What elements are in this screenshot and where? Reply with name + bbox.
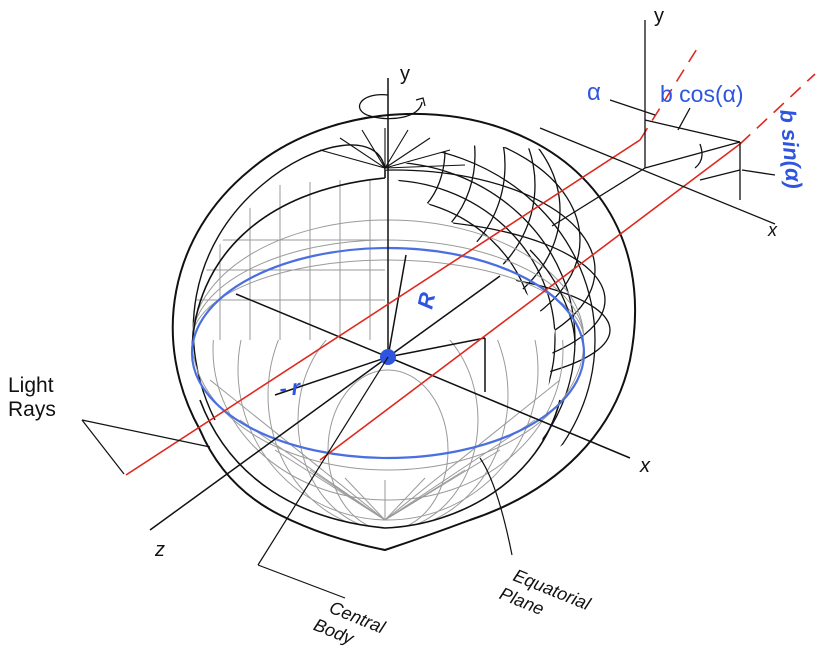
ray-lower: [319, 143, 741, 461]
inset-b-line: [644, 141, 741, 169]
inset-top-line: [644, 119, 741, 143]
x-axis-back: [235, 293, 389, 358]
z-axis-label: z: [154, 539, 165, 561]
outer-sphere: [171, 112, 637, 552]
bsin-leader: [741, 169, 776, 176]
inset-z-axis: [551, 167, 646, 227]
R-radius-line: [387, 254, 407, 358]
central-body-leader-a: [257, 356, 389, 566]
north-pole-fan: [319, 128, 466, 169]
inset-x-axis: [539, 127, 776, 225]
ray-upper-dashed: [639, 43, 701, 141]
ray-upper: [125, 139, 641, 476]
r-radius-line: [274, 356, 389, 396]
alpha-leader: [609, 99, 656, 116]
x-axis-label: x: [639, 455, 651, 477]
light-rays-leader-b: [81, 419, 125, 475]
rotation-arrow-icon: [358, 94, 426, 120]
alpha-label: α: [587, 79, 601, 106]
leader-lines: [81, 356, 513, 599]
x-axis-line: [387, 356, 631, 459]
ray-lower-dashed: [739, 73, 816, 145]
inset-y-axis-label: y: [654, 5, 664, 27]
z-axis-line: [149, 356, 389, 531]
inner-sphere-outline: [191, 170, 576, 529]
light-rays-label-1: Light: [8, 374, 54, 397]
bcos-label: b cos(α): [660, 81, 744, 107]
alpha-arc: [694, 143, 703, 169]
inner-silhouette: [192, 144, 386, 421]
light-rays-leader-a: [81, 419, 211, 448]
bcos-leader: [677, 107, 691, 131]
inner-sphere-grid-lower: [192, 340, 584, 526]
equatorial-leader: [479, 457, 513, 556]
inset-diagram: [539, 20, 776, 227]
z-axis-back: [387, 275, 501, 358]
outer-silhouette: [171, 112, 637, 552]
r-radius-minus: -: [279, 376, 288, 401]
construct-line-1: [387, 337, 486, 358]
central-body-leader-b: [257, 564, 346, 599]
y-axis-label: y: [400, 63, 410, 85]
main-axes: [149, 78, 631, 531]
bsin-label: b sin(α): [775, 108, 807, 190]
light-rays: [125, 43, 816, 476]
inset-mid-line: [699, 169, 741, 181]
R-radius-label: R: [412, 290, 440, 311]
r-radius-label: r: [291, 375, 303, 401]
inset-x-axis-label: x: [767, 220, 778, 240]
light-rays-label-2: Rays: [8, 398, 56, 421]
